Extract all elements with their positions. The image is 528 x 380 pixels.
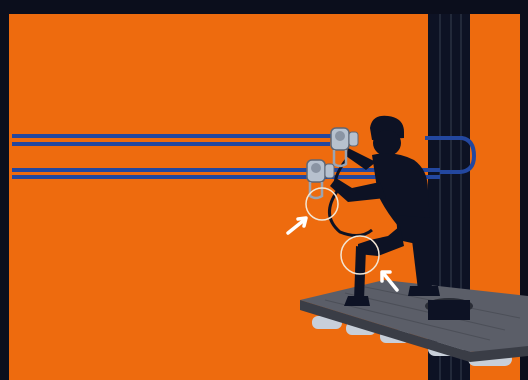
safety-illustration [0, 0, 528, 380]
illustration-canvas [0, 0, 528, 380]
